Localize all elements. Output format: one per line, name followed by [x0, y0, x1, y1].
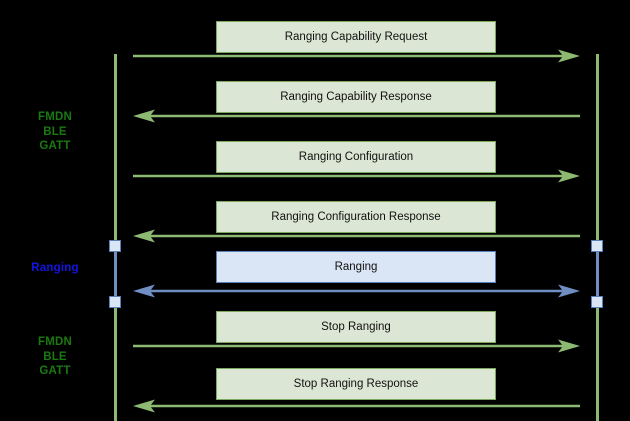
phase-label-fmdn-ble-gatt-bottom: FMDN BLE GATT	[37, 336, 72, 378]
lifeline-right	[596, 54, 599, 421]
ranging-activation-bar-right	[596, 246, 599, 302]
arrow-ranging-configuration-response	[133, 229, 580, 243]
ranging-activation-node-right-top	[591, 240, 603, 252]
arrow-ranging-capability-request	[133, 49, 580, 63]
arrow-stop-ranging-response	[133, 399, 580, 413]
arrow-ranging-capability-response	[133, 109, 580, 123]
ranging-activation-node-left-top	[109, 240, 121, 252]
arrow-ranging-configuration	[133, 169, 580, 183]
lifeline-left	[114, 54, 117, 421]
message-box-ranging-capability-request: Ranging Capability Request	[216, 21, 496, 53]
ranging-activation-bar-left	[114, 246, 117, 302]
message-box-stop-ranging: Stop Ranging	[216, 311, 496, 343]
phase-label-fmdn-ble-gatt-top: FMDN BLE GATT	[37, 111, 72, 153]
phase-label-ranging: Ranging	[31, 262, 79, 274]
message-box-stop-ranging-response: Stop Ranging Response	[216, 368, 496, 400]
ranging-activation-node-left-bottom	[109, 296, 121, 308]
message-box-ranging: Ranging	[216, 251, 496, 283]
ranging-activation-node-right-bottom	[591, 296, 603, 308]
message-box-ranging-capability-response: Ranging Capability Response	[216, 81, 496, 113]
message-box-ranging-configuration: Ranging Configuration	[216, 141, 496, 173]
arrow-ranging-bidirectional	[133, 284, 580, 298]
message-box-ranging-configuration-response: Ranging Configuration Response	[216, 201, 496, 233]
arrow-stop-ranging	[133, 339, 580, 353]
